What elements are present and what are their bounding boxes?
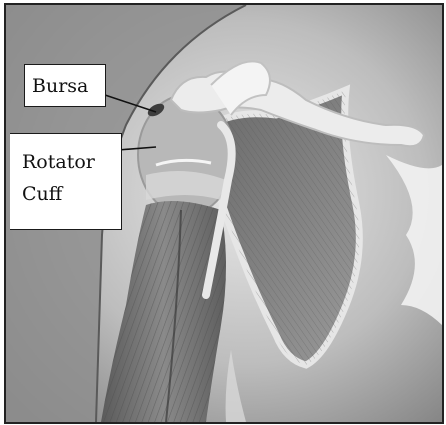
bursa-label: Bursa	[24, 64, 106, 107]
rotator-cuff-label: Rotator Cuff	[10, 133, 122, 230]
anatomy-figure: Bursa Rotator Cuff	[4, 3, 444, 424]
bursa-label-text: Bursa	[32, 75, 88, 97]
rotator-cuff-label-line1: Rotator	[22, 146, 121, 178]
rotator-cuff-label-line2: Cuff	[22, 178, 121, 210]
